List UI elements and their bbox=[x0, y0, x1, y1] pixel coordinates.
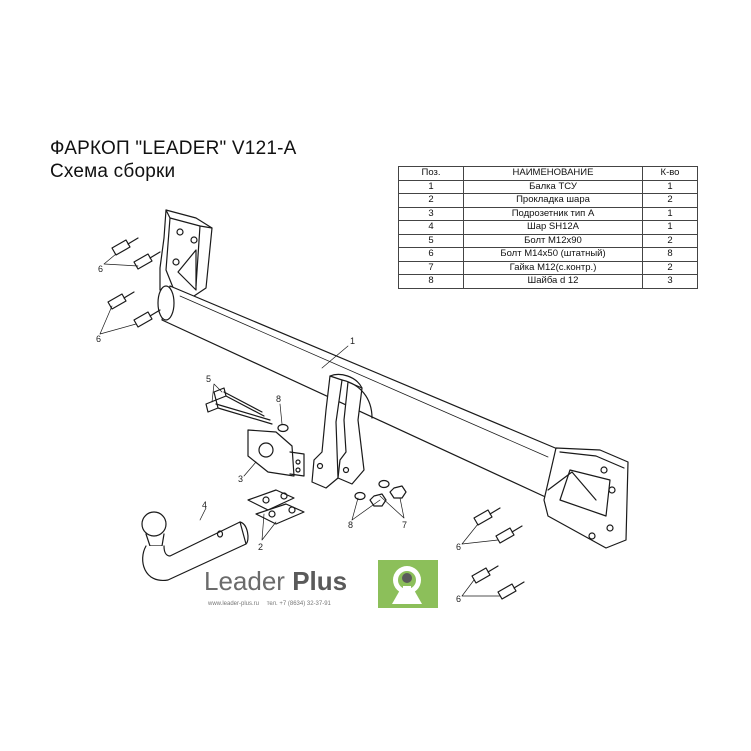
nuts-and-washers bbox=[354, 479, 407, 507]
logo-word-plus: Plus bbox=[292, 566, 348, 596]
callout-6-upper-left: 6 bbox=[98, 264, 103, 274]
washer-upper bbox=[277, 423, 289, 433]
callout-2: 2 bbox=[258, 542, 263, 552]
row-pos: 7 bbox=[398, 260, 464, 275]
callout-5: 5 bbox=[206, 374, 211, 384]
diagram-subtitle: Схема сборки bbox=[50, 161, 176, 182]
logo-word-leader: Leader bbox=[204, 566, 285, 596]
long-bolts bbox=[205, 387, 273, 425]
logo-wordmark: Leader Plus bbox=[204, 566, 347, 597]
row-qty: 2 bbox=[642, 260, 698, 275]
logo-website: www.leader-plus.ru bbox=[208, 601, 260, 607]
logo-phone: тел. +7 (8634) 32-37-91 bbox=[266, 601, 331, 607]
callout-7: 7 bbox=[402, 520, 407, 530]
leader-lines bbox=[99, 253, 501, 597]
diagram-title: ФАРКОП "LEADER" V121-A bbox=[50, 138, 297, 159]
callout-3: 3 bbox=[238, 474, 243, 484]
bolts-middle-left bbox=[107, 291, 161, 328]
callout-4: 4 bbox=[202, 500, 207, 510]
logo-contacts: www.leader-plus.ru тел. +7 (8634) 32-37-… bbox=[208, 601, 337, 607]
row-qty: 2 bbox=[642, 233, 698, 248]
parts-table-header: Поз. НАИМЕНОВАНИЕ К-во bbox=[398, 166, 698, 181]
callout-1: 1 bbox=[350, 336, 355, 346]
callout-6-upper-right: 6 bbox=[456, 542, 461, 552]
right-mounting-bracket bbox=[543, 447, 629, 549]
callout-labels: 1 2 3 4 5 6 6 6 6 7 8 8 bbox=[96, 264, 461, 604]
leader-plus-logo-emblem bbox=[378, 560, 438, 608]
callout-8-upper: 8 bbox=[276, 394, 281, 404]
row-qty: 3 bbox=[642, 274, 698, 289]
callout-6-lower-left: 6 bbox=[96, 334, 101, 344]
bolts-upper-left bbox=[111, 237, 161, 270]
row-qty: 8 bbox=[642, 247, 698, 262]
bolts-upper-right bbox=[473, 507, 523, 544]
socket-bracket bbox=[247, 429, 305, 477]
ball-plates bbox=[247, 489, 305, 525]
bolts-lower-right bbox=[471, 565, 525, 600]
hitch-plates bbox=[311, 373, 373, 489]
callout-6-lower-right: 6 bbox=[456, 594, 461, 604]
tow-ball bbox=[141, 511, 249, 581]
callout-8-lower: 8 bbox=[348, 520, 353, 530]
